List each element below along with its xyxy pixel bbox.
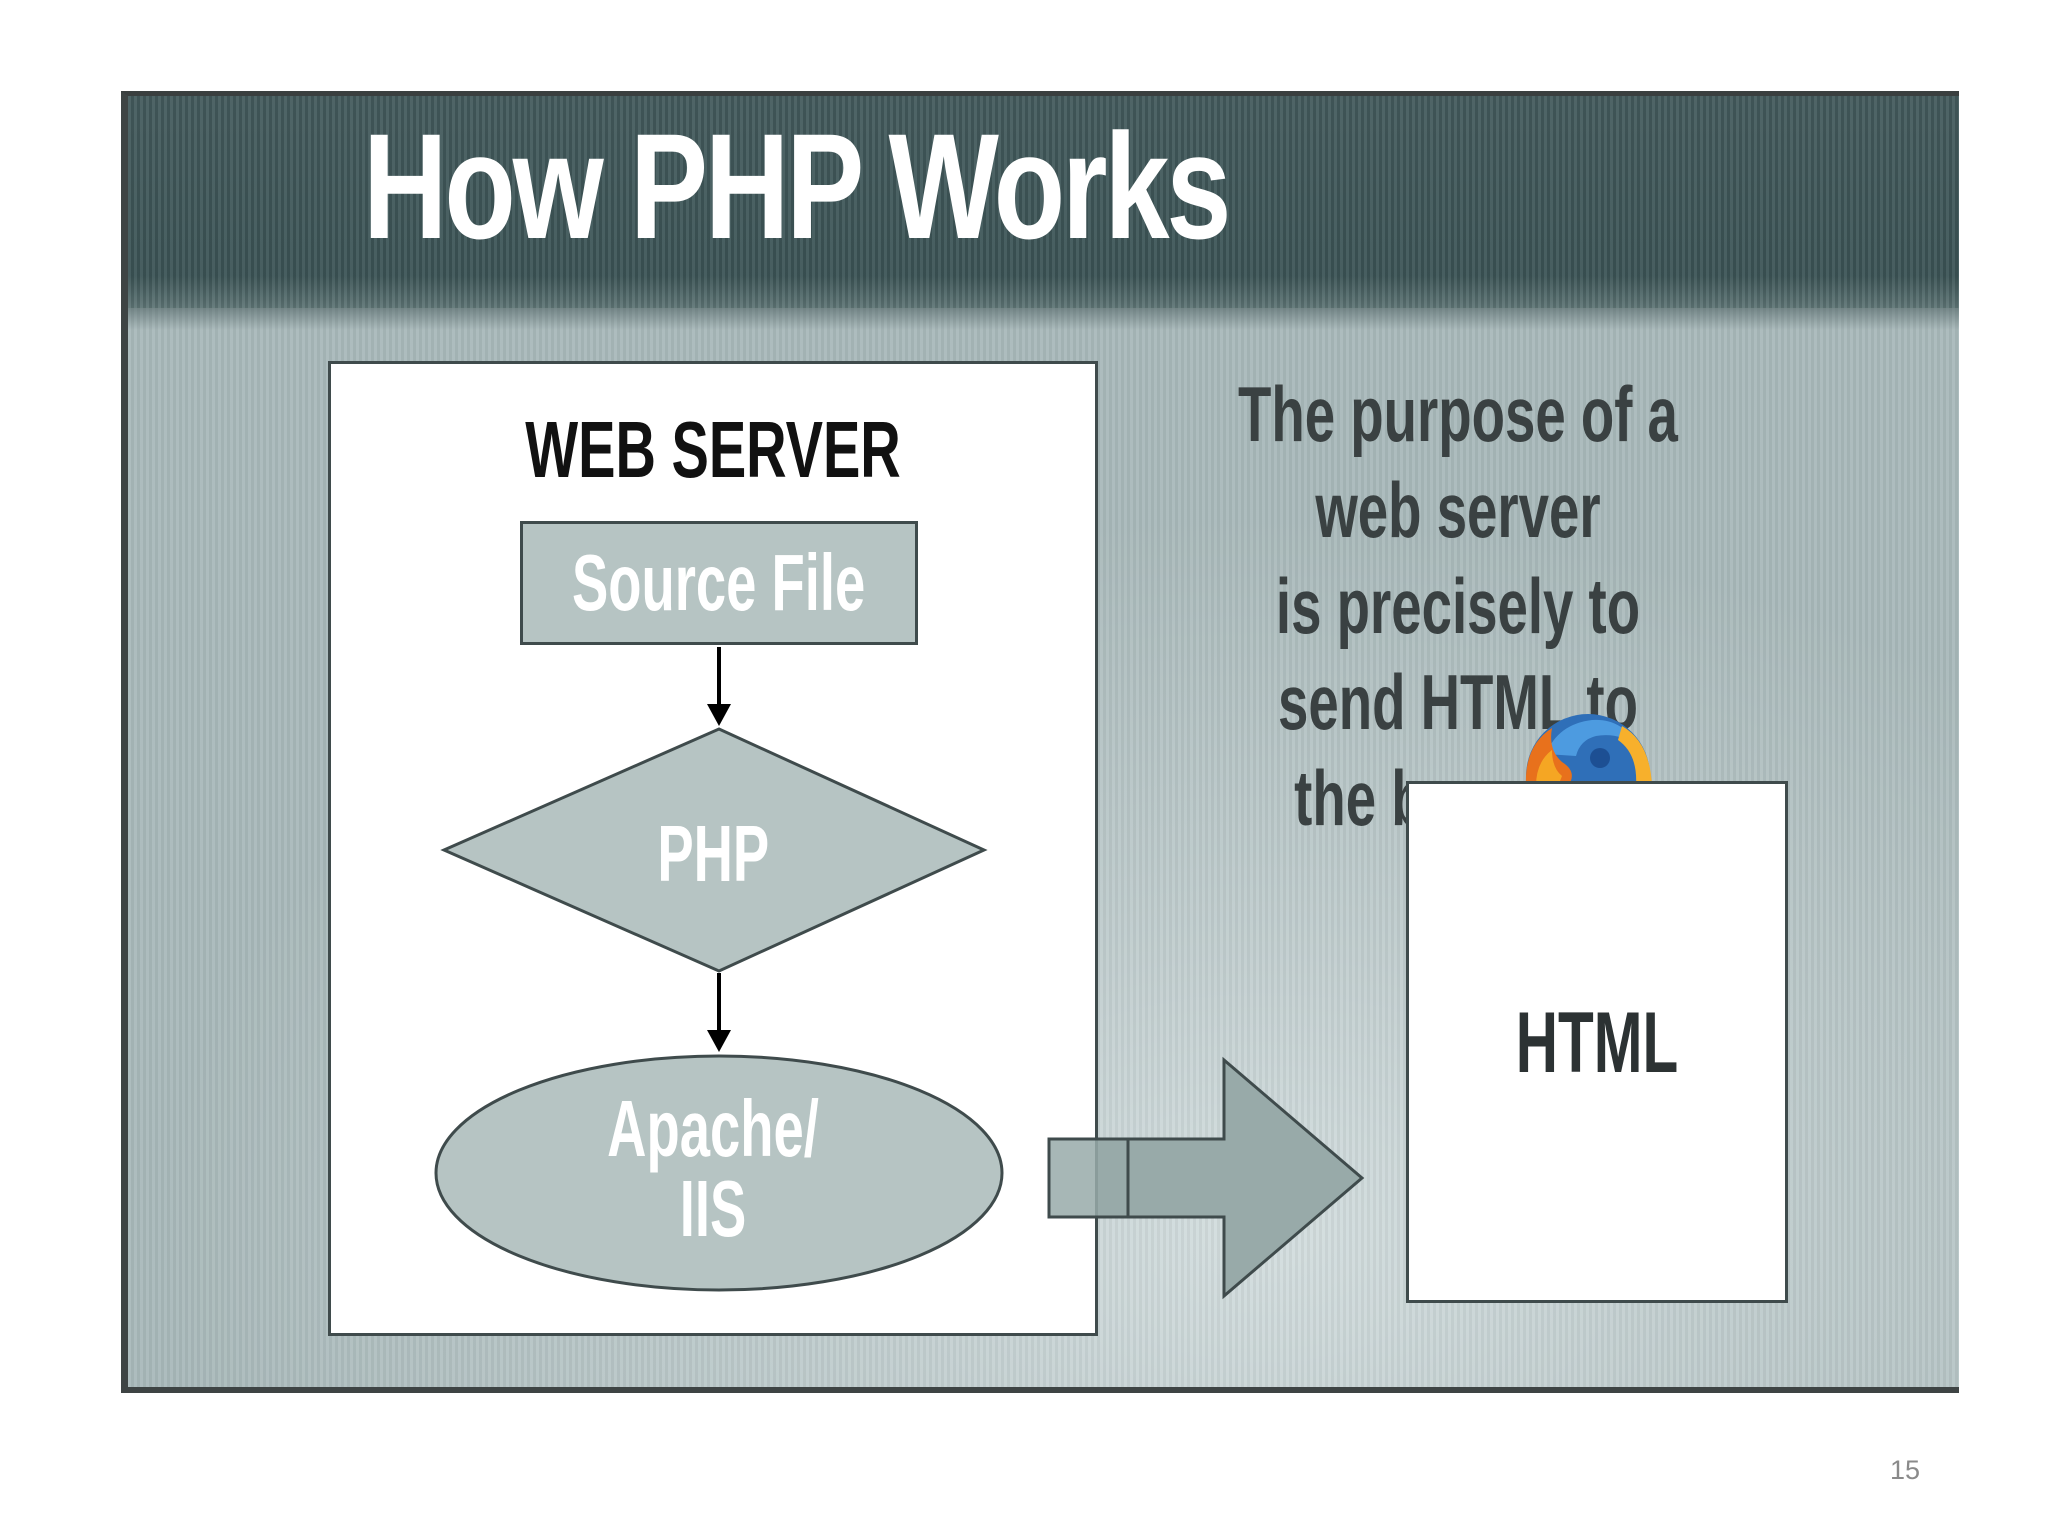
- php-label-wrap: PHP: [331, 814, 1095, 894]
- browser-html-box: HTML: [1406, 781, 1788, 1303]
- purpose-line-2: is precisely to send HTML to: [1275, 562, 1641, 746]
- slide-title: How PHP Works: [363, 102, 1231, 270]
- slide: How PHP Works WEB SERVER Source File PHP: [121, 91, 1959, 1393]
- php-label: PHP: [657, 809, 769, 898]
- web-server-label: WEB SERVER: [525, 405, 901, 494]
- apache-label-line1: Apache/: [607, 1084, 819, 1173]
- php-diamond: [440, 727, 988, 973]
- web-server-box: WEB SERVER Source File PHP Apache/ IIS: [328, 361, 1098, 1336]
- page-number: 15: [1890, 1455, 1921, 1485]
- purpose-line-1: The purpose of a web server: [1238, 370, 1678, 554]
- apache-iis-ellipse: [434, 1054, 1004, 1292]
- apache-label-line2: IIS: [679, 1164, 747, 1253]
- source-file-label: Source File: [572, 538, 866, 627]
- html-label: HTML: [1515, 995, 1679, 1091]
- flow-shapes: [434, 647, 1004, 1292]
- source-file-box: Source File: [520, 521, 918, 645]
- arrow-php-to-apache: [707, 973, 731, 1052]
- title-band: How PHP Works: [128, 96, 1959, 330]
- firefox-icon: [1525, 714, 1652, 786]
- arrow-source-to-php: [707, 647, 731, 726]
- apache-iis-label: Apache/ IIS: [331, 1089, 1095, 1249]
